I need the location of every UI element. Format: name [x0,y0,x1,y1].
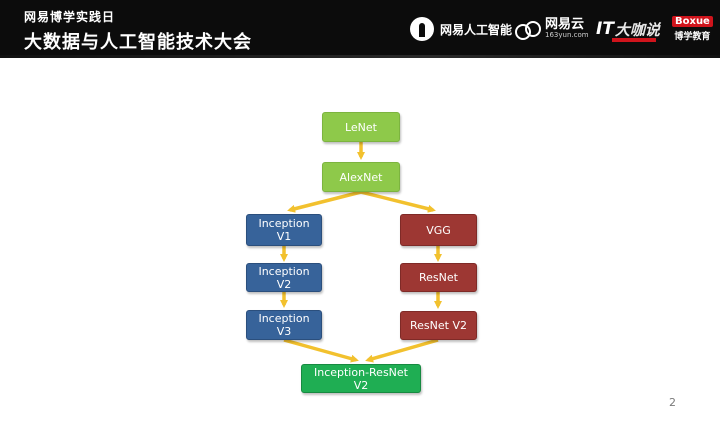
it-brand-suffix: 大咖说 [614,20,660,39]
arrow-inception-v3-final [283,338,359,363]
netease-ai-logo: 网易人工智能 [410,12,512,46]
event-title: 大数据与人工智能技术大会 [24,32,252,53]
node-resnet: ResNet [400,263,477,292]
node-inception-v3: Inception V3 [246,310,322,340]
node-alexnet: AlexNet [322,162,400,192]
banner-stripe [0,55,720,58]
node-inception-v1-label: Inception V1 [258,217,310,243]
node-resnet-v2-label: ResNet V2 [410,319,467,332]
netease-ai-icon [410,17,434,41]
node-inception-resnet-v2: Inception-ResNet V2 [301,364,421,393]
node-inception-v2-label: Inception V2 [258,264,310,291]
netease-ai-label: 网易人工智能 [440,22,513,37]
arrow-resnet-v2-final [365,338,439,363]
arrow-alexnet-inception-v1 [287,190,362,213]
header-banner: 网易博学实践日 大数据与人工智能技术大会 网易人工智能 网易云 163yun.c… [0,0,720,58]
it-logo-underline [612,38,656,42]
arrow-alexnet-vgg [360,190,436,213]
netease-cloud-domain: 163yun.com [545,31,589,40]
node-inception-v2: Inception V2 [246,263,322,292]
node-resnet-label: ResNet [419,271,458,284]
node-inception-resnet-v2-label: Inception-ResNet V2 [313,365,408,392]
node-lenet: LeNet [322,112,400,142]
page-number: 2 [669,396,676,409]
it-dakashuo-logo: IT 大咖说 [596,12,660,46]
boxue-en-label: Boxue [672,16,713,27]
boxue-cn-label: 博学教育 [674,32,711,42]
node-lenet-label: LeNet [344,120,377,134]
node-inception-v1: Inception V1 [246,214,322,246]
node-vgg-label: VGG [426,223,451,237]
netease-cloud-logo: 网易云 163yun.com [515,12,589,46]
node-vgg: VGG [400,214,477,246]
event-subtitle: 网易博学实践日 [24,10,116,24]
it-brand-prefix: IT [596,19,614,39]
netease-cloud-label: 网易云 [545,17,585,32]
node-inception-v3-label: Inception V3 [258,312,310,338]
node-resnet-v2: ResNet V2 [400,311,477,340]
boxue-logo: Boxue 博学教育 [672,12,713,46]
cloud-icon [515,20,541,40]
node-alexnet-label: AlexNet [339,170,383,184]
